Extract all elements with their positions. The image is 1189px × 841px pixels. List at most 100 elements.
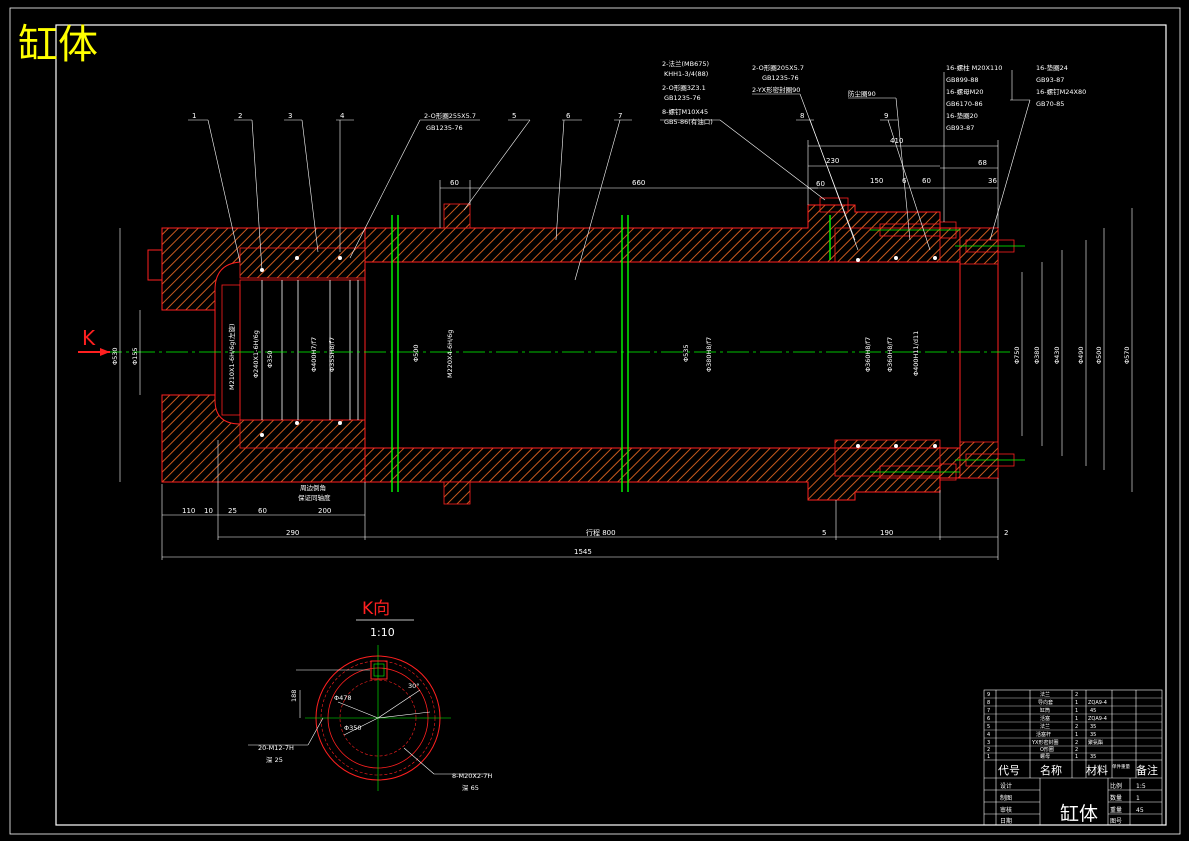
dim-text: Φ400H7/f7 [310,337,318,372]
svg-text:设计: 设计 [1000,782,1012,790]
dim-text: Φ380 [1033,346,1041,364]
part-number: 8 [800,112,804,120]
title-block-part-name: 缸体 [1060,803,1098,825]
callout-washer-group: 16-垫圈24 GB93-87 16-螺钉M24X80 GB70-85 [1036,63,1086,108]
right-flange [959,227,999,479]
part-number: 4 [340,112,345,120]
svg-text:制图: 制图 [1000,794,1012,802]
svg-text:1: 1 [1136,795,1140,802]
svg-text:2: 2 [1075,692,1078,698]
outer-frame [9,7,1181,835]
k-port-square [370,660,388,680]
dim-text: 110 [182,507,195,515]
svg-text:9: 9 [987,692,990,698]
svg-text:备注: 备注 [1136,763,1158,777]
dim-text: 68 [978,159,987,167]
inner-frame [55,24,1167,826]
k-hole-a-depth: 深 25 [266,755,283,764]
svg-text:8-螺钉M10X45: 8-螺钉M10X45 [662,107,708,116]
svg-text:GB93-87: GB93-87 [946,124,974,132]
svg-text:周边倒角: 周边倒角 [300,483,326,492]
dim-text: 660 [632,179,645,187]
svg-text:重量: 重量 [1110,806,1122,814]
part-number: 6 [566,112,571,120]
svg-text:1: 1 [1075,708,1078,714]
svg-text:代号: 代号 [998,764,1020,777]
svg-text:数量: 数量 [1110,794,1122,802]
dim-text: 60 [258,507,267,515]
svg-text:1: 1 [1075,732,1078,738]
svg-text:GB70-85: GB70-85 [1036,100,1064,108]
seal-dots [260,256,937,448]
drawing-title: 缸体 [18,22,98,68]
svg-text:6: 6 [987,716,990,722]
svg-text:GB93-87: GB93-87 [1036,76,1064,84]
svg-text:45: 45 [1090,708,1096,714]
dim-text: 6 [902,177,907,185]
dim-text: 36 [988,177,997,185]
svg-text:2: 2 [987,747,990,753]
svg-text:图号: 图号 [1110,818,1122,825]
svg-text:2: 2 [1075,724,1078,730]
svg-text:16-螺柱 M20X110: 16-螺柱 M20X110 [946,63,1002,72]
dim-text: 190 [880,529,893,537]
left-stub [147,249,163,281]
dim-text: Φ500 [412,344,420,362]
svg-text:2-O形圈205X5.7: 2-O形圈205X5.7 [752,64,804,72]
dim-text: Φ355H8/f7 [328,337,336,372]
dim-text: Φ750 [1013,346,1021,364]
title-block-fields: 设计 制图 审核 日期 比例 数量 重量 图号 1:5 1 45 [1000,782,1146,825]
dim-text: Φ570 [1123,346,1131,364]
svg-text:GB6170-86: GB6170-86 [946,100,983,108]
dim-text: M210X1-6H/6g(左旋) [227,324,236,391]
svg-text:螺母: 螺母 [1040,753,1050,760]
svg-text:1: 1 [1075,700,1078,706]
body-vertical-dimensions: M210X1-6H/6g(左旋) Φ240X1-6H/6g Φ350 Φ400H… [227,324,920,391]
svg-text:GB1235-76: GB1235-76 [664,94,701,102]
dim-text: 5 [822,529,826,537]
part-number: 1 [192,112,196,120]
top-dimensions: 60 660 410 230 60 150 6 60 68 36 [450,137,997,188]
svg-text:比例: 比例 [1110,782,1122,790]
svg-text:活塞杆: 活塞杆 [1036,731,1051,738]
dim-text: 2 [1004,529,1008,537]
svg-text:2-法兰(MB675): 2-法兰(MB675) [662,59,709,68]
svg-text:材料: 材料 [1086,763,1108,777]
svg-text:O形圈: O形圈 [1040,746,1054,753]
dim-text: 10 [204,507,213,515]
svg-text:16-螺母M20: 16-螺母M20 [946,87,984,96]
svg-text:3: 3 [987,740,990,746]
dim-text: Φ400H11/d11 [912,331,920,376]
dim-text: Φ500 [1095,346,1103,364]
svg-text:ZQA9-4: ZQA9-4 [1088,700,1107,706]
svg-text:GB899-88: GB899-88 [946,76,979,84]
top-dimension-lines [439,140,999,228]
dim-text: Φ380H8/f7 [705,337,713,372]
k-hole-b-depth: 深 65 [462,783,479,792]
part-number: 7 [618,112,622,120]
svg-text:聚氨酯: 聚氨酯 [1088,739,1103,746]
svg-text:GB1235-76: GB1235-76 [762,74,799,82]
svg-text:KHH1-3/4(88): KHH1-3/4(88) [664,70,708,78]
svg-text:8: 8 [987,700,990,706]
dim-text: 1545 [574,548,592,556]
svg-text:2: 2 [1075,747,1078,753]
title-block [983,689,1163,826]
svg-text:4: 4 [987,732,990,738]
dim-text: Φ240X1-6H/6g [252,330,260,378]
guide-sleeve-lower [834,439,941,477]
svg-text:1: 1 [987,754,990,760]
svg-text:16-垫圈24: 16-垫圈24 [1036,63,1068,72]
dim-text: Φ360H8/f7 [886,337,894,372]
svg-text:7: 7 [987,708,990,714]
part-number: 5 [512,112,516,120]
svg-text:16-垫圈20: 16-垫圈20 [946,111,978,120]
svg-text:ZQA9-4: ZQA9-4 [1088,716,1107,722]
part-number: 9 [884,112,888,120]
svg-text:2-O形圈3Z3.1: 2-O形圈3Z3.1 [662,84,706,92]
svg-text:45: 45 [1136,807,1144,814]
